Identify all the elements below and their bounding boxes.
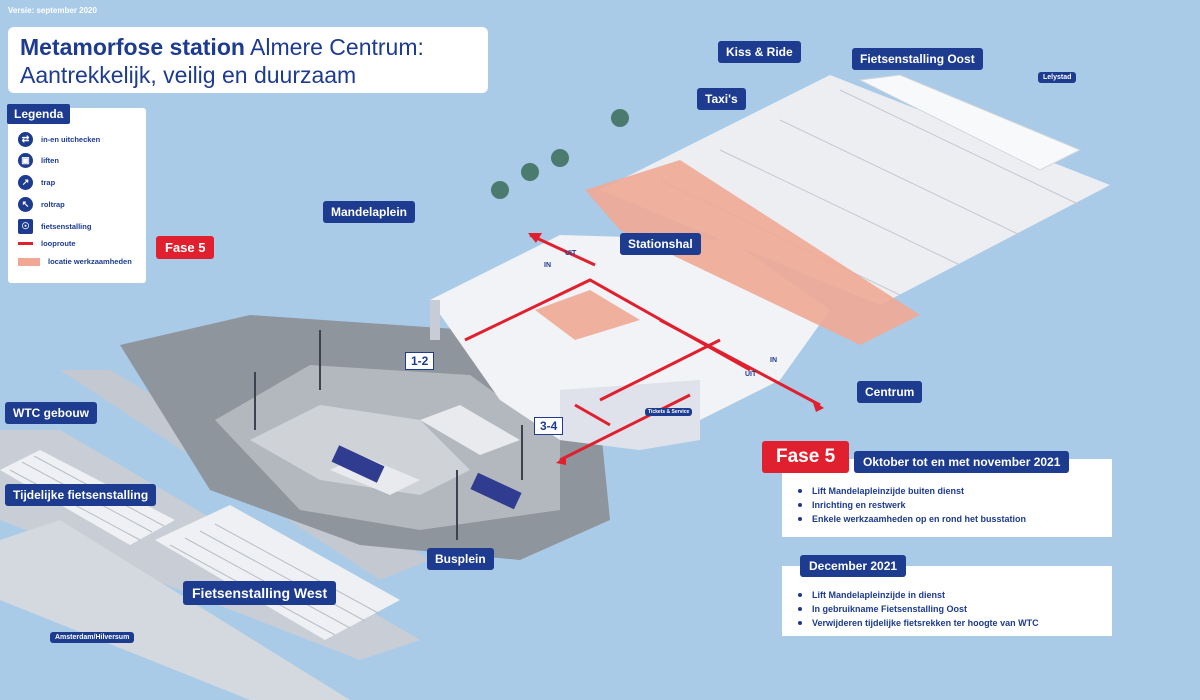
station-hall: [430, 235, 830, 450]
entry-uit-label: UIT: [565, 250, 577, 257]
bicycle-icon: ☉: [18, 219, 33, 234]
legend-item-lift: ▣liften: [18, 153, 59, 168]
label-taxis: Taxi's: [697, 88, 746, 110]
work-area-swatch: [18, 257, 40, 266]
entry-in-east-label: IN: [770, 357, 777, 364]
label-lelystad: Lelystad: [1038, 72, 1077, 83]
label-wtc-gebouw: WTC gebouw: [5, 402, 97, 424]
entry-uit-east-label: UIT: [745, 371, 757, 378]
phase5-badge: Fase 5: [762, 441, 850, 473]
checkin-icon: ⇄: [18, 132, 33, 147]
tickets-service-sign: Tickets & Service: [645, 408, 693, 416]
escalator-icon: ↖: [18, 197, 33, 212]
subtitle: Aantrekkelijk, veilig en duurzaam: [20, 62, 357, 88]
label-fietsenstalling-oost: Fietsenstalling Oost: [852, 48, 983, 70]
walking-route-line: [18, 242, 33, 245]
label-amsterdam-hilversum: Amsterdam/Hilversum: [50, 632, 135, 643]
route-arrowheads: [528, 233, 824, 465]
label-fietsenstalling-west: Fietsenstalling West: [183, 581, 337, 605]
work-area: [585, 160, 920, 345]
label-mandelaplein: Mandelaplein: [323, 201, 416, 223]
legend: Legenda ⇄in-en uitchecken ▣liften ↗trap …: [7, 104, 146, 283]
december-list: Lift Mandelapleinzijde in dienst In gebr…: [798, 588, 1039, 630]
version-note: Versie: september 2020: [8, 6, 97, 15]
legend-heading: Legenda: [7, 104, 71, 124]
list-item: Lift Mandelapleinzijde in dienst: [798, 588, 1039, 602]
title-bold: Metamorfose station: [20, 34, 245, 60]
stairs-icon: ↗: [18, 175, 33, 190]
phase5-list: Lift Mandelapleinzijde buiten dienst Inr…: [798, 484, 1026, 526]
december-panel: Lift Mandelapleinzijde in dienst In gebr…: [782, 566, 1112, 636]
legend-item-checkin: ⇄in-en uitchecken: [18, 132, 100, 147]
label-stationshal: Stationshal: [620, 233, 701, 255]
list-item: Enkele werkzaamheden op en rond het buss…: [798, 512, 1026, 526]
title-rest: Almere Centrum:: [244, 34, 424, 60]
label-centrum: Centrum: [857, 381, 923, 403]
legend-item-stairs: ↗trap: [18, 175, 55, 190]
title-card: Metamorfose station Almere Centrum: Aant…: [8, 27, 488, 93]
label-busplein: Busplein: [427, 548, 494, 570]
platform-3-4-marker: 3-4: [534, 417, 564, 435]
lift-icon: ▣: [18, 153, 33, 168]
legend-item-escalator: ↖roltrap: [18, 197, 65, 212]
label-fase5-map: Fase 5: [156, 236, 215, 259]
legend-item-workarea: locatie werkzaamheden: [18, 257, 132, 266]
walking-route: [464, 233, 821, 462]
platform-1-2-marker: 1-2: [405, 352, 435, 370]
legend-item-bicycle: ☉fietsenstalling: [18, 219, 91, 234]
list-item: In gebruikname Fietsenstalling Oost: [798, 602, 1039, 616]
legend-item-route: looproute: [18, 239, 76, 248]
label-tijdelijke-fietsenstalling: Tijdelijke fietsenstalling: [5, 484, 157, 506]
list-item: Lift Mandelapleinzijde buiten dienst: [798, 484, 1026, 498]
label-kiss-ride: Kiss & Ride: [718, 41, 801, 63]
december-heading: December 2021: [800, 555, 907, 577]
work-area-lower: [535, 290, 640, 340]
phase5-period: Oktober tot en met november 2021: [854, 451, 1070, 473]
trees: [491, 109, 629, 199]
entry-in-label: IN: [544, 262, 551, 269]
bike-parking-east: [600, 74, 1110, 305]
list-item: Inrichting en restwerk: [798, 498, 1026, 512]
list-item: Verwijderen tijdelijke fietsrekken ter h…: [798, 616, 1039, 630]
